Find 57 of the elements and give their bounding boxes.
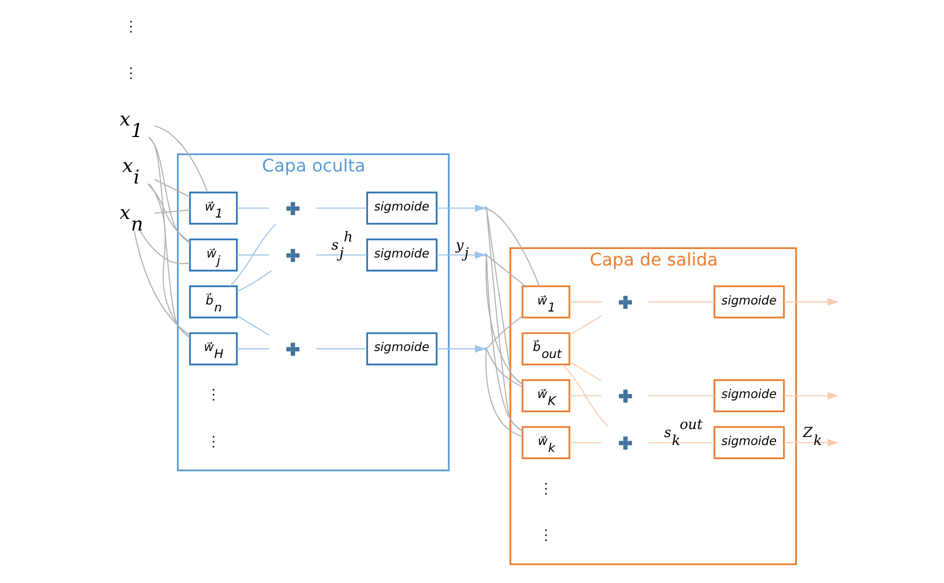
connector	[648, 395, 714, 396]
connector	[236, 315, 269, 336]
connector	[486, 208, 522, 432]
node-point	[483, 253, 487, 257]
connector	[568, 315, 602, 336]
connector	[133, 230, 190, 336]
connector	[486, 254, 526, 287]
connector	[486, 316, 522, 349]
connector	[486, 208, 540, 286]
label: ⋮	[538, 480, 553, 497]
connector	[569, 395, 602, 396]
connector	[229, 224, 276, 286]
node-box: sigmoide	[713, 426, 784, 460]
arrow	[784, 438, 838, 446]
connector	[648, 442, 714, 444]
connector	[569, 301, 602, 302]
node-box: sigmoide	[366, 332, 437, 366]
connector	[154, 210, 190, 214]
node-point	[483, 347, 487, 350]
connector	[316, 254, 366, 256]
connector	[562, 364, 608, 428]
node-box: sigmoide	[713, 285, 784, 318]
connector	[236, 270, 272, 292]
node-box: sigmoide	[713, 379, 784, 412]
node-box: sigmoide	[366, 192, 437, 225]
connector	[236, 348, 268, 350]
connector	[148, 184, 190, 338]
connector	[486, 256, 522, 432]
arrow	[436, 251, 486, 259]
connector	[485, 256, 522, 384]
connector	[236, 208, 268, 209]
arrow	[436, 204, 486, 212]
connector	[316, 208, 366, 209]
connector	[486, 209, 522, 385]
arrow	[784, 298, 838, 306]
node-box: sigmoide	[366, 238, 437, 272]
connector	[568, 361, 601, 382]
label: ⋮	[206, 434, 220, 450]
connector	[486, 349, 522, 388]
connector	[484, 350, 522, 438]
connector	[236, 254, 268, 256]
connector	[154, 125, 208, 193]
connector	[148, 136, 190, 244]
connector	[316, 348, 366, 350]
connector	[146, 184, 190, 242]
connector	[139, 230, 190, 264]
connector	[148, 136, 190, 338]
node-point	[483, 206, 487, 210]
connector	[154, 179, 190, 198]
arrow	[784, 392, 838, 400]
connector	[648, 301, 714, 302]
connector	[569, 442, 602, 444]
label: ⋮	[123, 66, 138, 82]
label: ⋮	[206, 387, 220, 404]
arrow	[436, 345, 486, 353]
label: ⋮	[123, 18, 138, 35]
label: ⋮	[538, 528, 553, 544]
